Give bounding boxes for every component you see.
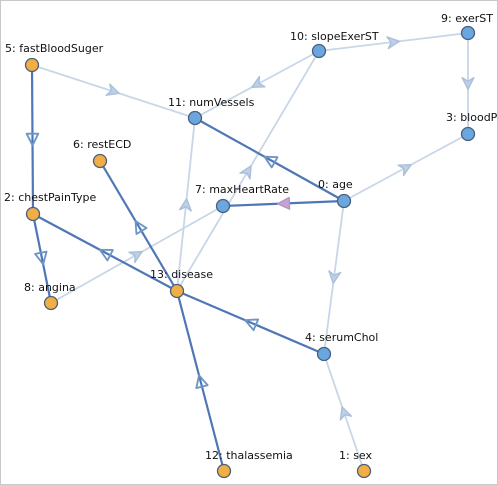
node-disease-circle[interactable] xyxy=(169,283,185,299)
node-numVessels-label: 11: numVessels xyxy=(168,96,255,109)
node-bloodP[interactable]: 3: bloodP xyxy=(446,111,497,142)
node-restECD-circle[interactable] xyxy=(92,153,108,169)
nodes-layer: 5: fastBloodSuger 10: slopeExerST 9: exerS… xyxy=(4,12,497,479)
edge-age-to-maxHeartRate xyxy=(222,196,345,210)
node-bloodP-circle[interactable] xyxy=(460,126,476,142)
node-maxHeartRate[interactable]: 7: maxHeartRate xyxy=(195,183,289,214)
node-sex[interactable]: 1: sex xyxy=(339,449,373,479)
node-angina[interactable]: 8: angina xyxy=(24,281,76,311)
node-sex-label: 1: sex xyxy=(339,449,373,462)
edge-fastBloodSuger-to-chestPainType xyxy=(25,64,40,215)
node-fastBloodSuger[interactable]: 5: fastBloodSuger xyxy=(5,42,104,73)
edge-fastBloodSuger-to-numVessels xyxy=(31,64,196,119)
edge-serumChol-to-disease xyxy=(176,289,325,356)
node-age-label: 0: age xyxy=(318,178,353,191)
node-exerST-circle[interactable] xyxy=(460,25,476,41)
node-maxHeartRate-label: 7: maxHeartRate xyxy=(195,183,289,196)
edge-age-to-numVessels xyxy=(194,117,345,202)
node-fastBloodSuger-label: 5: fastBloodSuger xyxy=(5,42,104,55)
node-serumChol[interactable]: 4: serumChol xyxy=(305,331,378,362)
edge-sex-to-serumChol xyxy=(323,353,365,472)
edge-disease-to-numVessels xyxy=(176,117,196,292)
edge-disease-to-slopeExerST xyxy=(176,50,320,292)
node-thalassemia-circle[interactable] xyxy=(216,463,232,479)
node-exerST[interactable]: 9: exerST xyxy=(441,12,493,41)
node-restECD[interactable]: 6: restECD xyxy=(73,138,131,169)
node-disease-label: 13: disease xyxy=(150,268,213,281)
node-thalassemia[interactable]: 12: thalassemia xyxy=(205,449,293,479)
node-exerST-label: 9: exerST xyxy=(441,12,493,25)
node-maxHeartRate-circle[interactable] xyxy=(215,198,231,214)
node-age[interactable]: 0: age xyxy=(318,178,353,209)
node-restECD-label: 6: restECD xyxy=(73,138,131,151)
edge-chestPainType-to-angina xyxy=(31,213,53,304)
edge-angina-to-maxHeartRate xyxy=(50,205,224,304)
node-numVessels-circle[interactable] xyxy=(187,110,203,126)
node-thalassemia-label: 12: thalassemia xyxy=(205,449,293,462)
node-chestPainType-circle[interactable] xyxy=(25,206,41,222)
node-angina-label: 8: angina xyxy=(24,281,76,294)
edge-age-to-serumChol xyxy=(323,200,345,355)
node-age-circle[interactable] xyxy=(336,193,352,209)
node-slopeExerST-circle[interactable] xyxy=(311,43,327,59)
node-bloodP-label: 3: bloodP xyxy=(446,111,497,124)
node-fastBloodSuger-circle[interactable] xyxy=(24,57,40,73)
node-disease[interactable]: 13: disease xyxy=(150,268,213,299)
node-chestPainType-label: 2: chestPainType xyxy=(4,191,96,204)
edge-slopeExerST-to-numVessels xyxy=(194,50,320,119)
edge-thalassemia-to-disease xyxy=(175,290,226,472)
edge-age-to-bloodP xyxy=(343,133,469,202)
node-sex-circle[interactable] xyxy=(356,463,372,479)
node-slopeExerST[interactable]: 10: slopeExerST xyxy=(290,30,379,59)
node-slopeExerST-label: 10: slopeExerST xyxy=(290,30,379,43)
node-chestPainType[interactable]: 2: chestPainType xyxy=(4,191,96,222)
edges-layer xyxy=(25,32,475,472)
node-numVessels[interactable]: 11: numVessels xyxy=(168,96,255,126)
edge-disease-to-restECD xyxy=(99,160,178,292)
node-serumChol-label: 4: serumChol xyxy=(305,331,378,344)
node-angina-circle[interactable] xyxy=(43,295,59,311)
edge-disease-to-chestPainType xyxy=(32,213,178,292)
edge-slopeExerST-to-exerST xyxy=(318,32,469,52)
node-serumChol-circle[interactable] xyxy=(316,346,332,362)
